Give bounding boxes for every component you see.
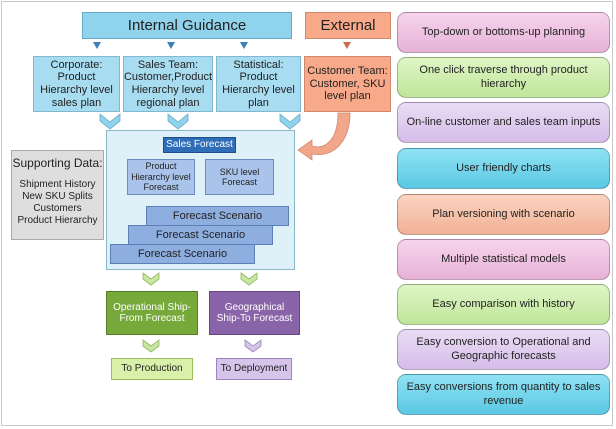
product-hierarchy-forecast-box: Product Hierarchy level Forecast bbox=[127, 159, 195, 195]
feature-item: Easy conversion to Operational and Geogr… bbox=[397, 329, 610, 370]
arrow-to-sales-team bbox=[167, 42, 175, 49]
sales-team-plan-box: Sales Team: Customer,Product Hierarchy l… bbox=[123, 56, 213, 112]
chevron-to-operational bbox=[142, 272, 160, 286]
customer-team-plan-box: Customer Team: Customer, SKU level plan bbox=[304, 56, 391, 112]
supporting-data-title: Supporting Data: bbox=[12, 156, 103, 170]
sku-forecast-box: SKU level Forecast bbox=[205, 159, 274, 195]
feature-item: Multiple statistical models bbox=[397, 239, 610, 280]
curved-arrow-customer bbox=[297, 112, 351, 161]
supporting-item: Product Hierarchy bbox=[17, 214, 98, 226]
feature-item: Easy conversions from quantity to sales … bbox=[397, 374, 610, 415]
internal-guidance-header: Internal Guidance bbox=[82, 12, 292, 39]
supporting-item: New SKU Splits bbox=[22, 190, 93, 202]
supporting-data-box: Supporting Data: Shipment History New SK… bbox=[11, 150, 104, 240]
feature-item: One click traverse through product hiera… bbox=[397, 57, 610, 98]
arrow-to-customer-team bbox=[343, 42, 351, 49]
chevron-to-production bbox=[142, 339, 160, 353]
external-header: External bbox=[305, 12, 391, 39]
feature-item: Top-down or bottoms-up planning bbox=[397, 12, 610, 53]
arrow-to-corporate bbox=[93, 42, 101, 49]
feature-item: On-line customer and sales team inputs bbox=[397, 102, 610, 143]
sales-forecast-label: Sales Forecast bbox=[163, 137, 236, 153]
statistical-plan-box: Statistical: Product Hierarchy level pla… bbox=[216, 56, 301, 112]
feature-item: Easy comparison with history bbox=[397, 284, 610, 325]
geographical-forecast-box: Geographical Ship-To Forecast bbox=[209, 291, 300, 335]
corporate-plan-box: Corporate: Product Hierarchy level sales… bbox=[33, 56, 120, 112]
feature-item: Plan versioning with scenario bbox=[397, 194, 610, 235]
chevron-to-geographical bbox=[240, 272, 258, 286]
operational-forecast-box: Operational Ship-From Forecast bbox=[106, 291, 198, 335]
forecast-scenario-3: Forecast Scenario bbox=[110, 244, 255, 264]
chevron-statistical bbox=[279, 113, 301, 130]
arrow-to-statistical bbox=[240, 42, 248, 49]
supporting-item: Shipment History bbox=[19, 178, 96, 190]
to-production-box: To Production bbox=[111, 358, 193, 380]
to-deployment-box: To Deployment bbox=[216, 358, 292, 380]
chevron-corporate bbox=[99, 113, 121, 130]
forecast-scenario-1: Forecast Scenario bbox=[146, 206, 289, 226]
supporting-item: Customers bbox=[33, 202, 82, 214]
feature-item: User friendly charts bbox=[397, 148, 610, 189]
forecast-scenario-2: Forecast Scenario bbox=[128, 225, 273, 245]
chevron-to-deployment bbox=[244, 339, 262, 353]
chevron-sales-team bbox=[167, 113, 189, 130]
